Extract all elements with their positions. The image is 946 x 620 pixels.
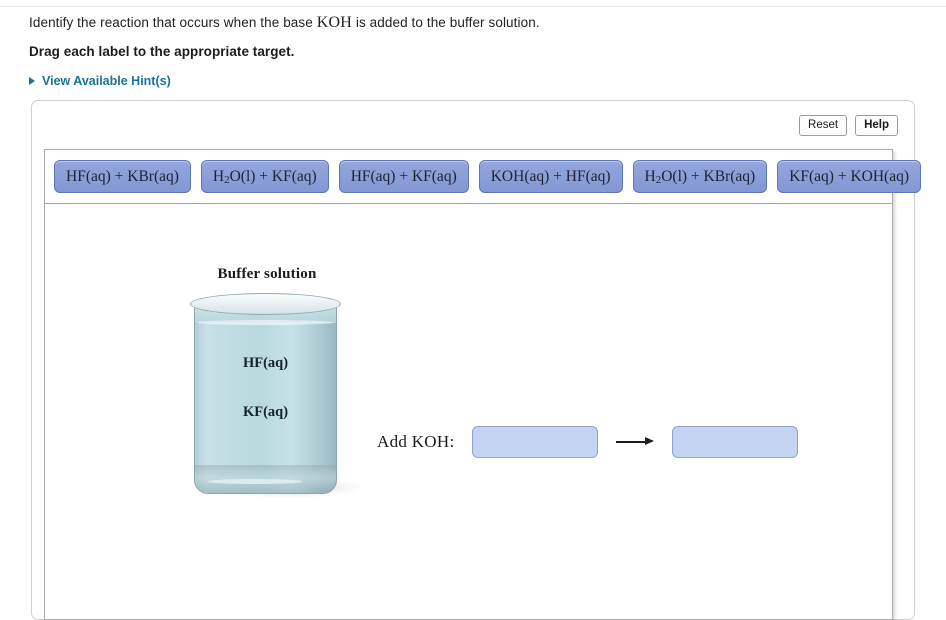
drag-label-chip[interactable]: HF(aq) + KBr(aq)	[54, 160, 191, 193]
beaker-caption: Buffer solution	[217, 266, 317, 282]
drag-instruction: Drag each label to the appropriate targe…	[29, 44, 295, 59]
view-hints-link[interactable]: View Available Hint(s)	[29, 74, 171, 88]
add-koh-label: Add KOH:	[377, 432, 455, 451]
question-text-after: is added to the buffer solution.	[352, 15, 540, 30]
top-divider	[0, 6, 946, 7]
beaker-base-highlight	[207, 479, 303, 484]
question-chem-term: KOH	[316, 14, 352, 31]
drop-target-reactants[interactable]	[472, 426, 599, 458]
question-block: Identify the reaction that occurs when t…	[29, 13, 909, 88]
beaker-content-labels: HF(aq) KF(aq)	[194, 355, 337, 421]
reaction-row: Add KOH:	[377, 426, 799, 458]
view-hints-label: View Available Hint(s)	[42, 74, 171, 88]
drag-label-chip[interactable]: KOH(aq) + HF(aq)	[478, 160, 623, 193]
work-area: Buffer solution HF(aq) KF(aq) Add KOH:	[44, 204, 893, 620]
help-button[interactable]: Help	[855, 115, 898, 136]
drag-label-chip[interactable]: KF(aq) + KOH(aq)	[777, 160, 921, 193]
beaker-illustration: HF(aq) KF(aq)	[190, 293, 362, 498]
drop-target-products[interactable]	[672, 426, 799, 458]
panel-toolbar: Reset Help	[799, 115, 898, 136]
reset-button[interactable]: Reset	[799, 115, 848, 136]
beaker-glass	[194, 302, 337, 494]
beaker-species-label: HF(aq)	[242, 355, 289, 371]
liquid-meniscus	[197, 320, 334, 325]
beaker-rim	[190, 293, 341, 315]
beaker-species-label: KF(aq)	[242, 404, 289, 420]
reaction-arrow-icon	[616, 436, 655, 448]
question-text-before: Identify the reaction that occurs when t…	[29, 15, 317, 30]
triangle-right-icon	[29, 77, 35, 85]
question-text: Identify the reaction that occurs when t…	[29, 13, 909, 32]
drag-label-chip[interactable]: HF(aq) + KF(aq)	[338, 160, 469, 193]
beaker-figure: Buffer solution HF(aq) KF(aq)	[187, 266, 362, 498]
